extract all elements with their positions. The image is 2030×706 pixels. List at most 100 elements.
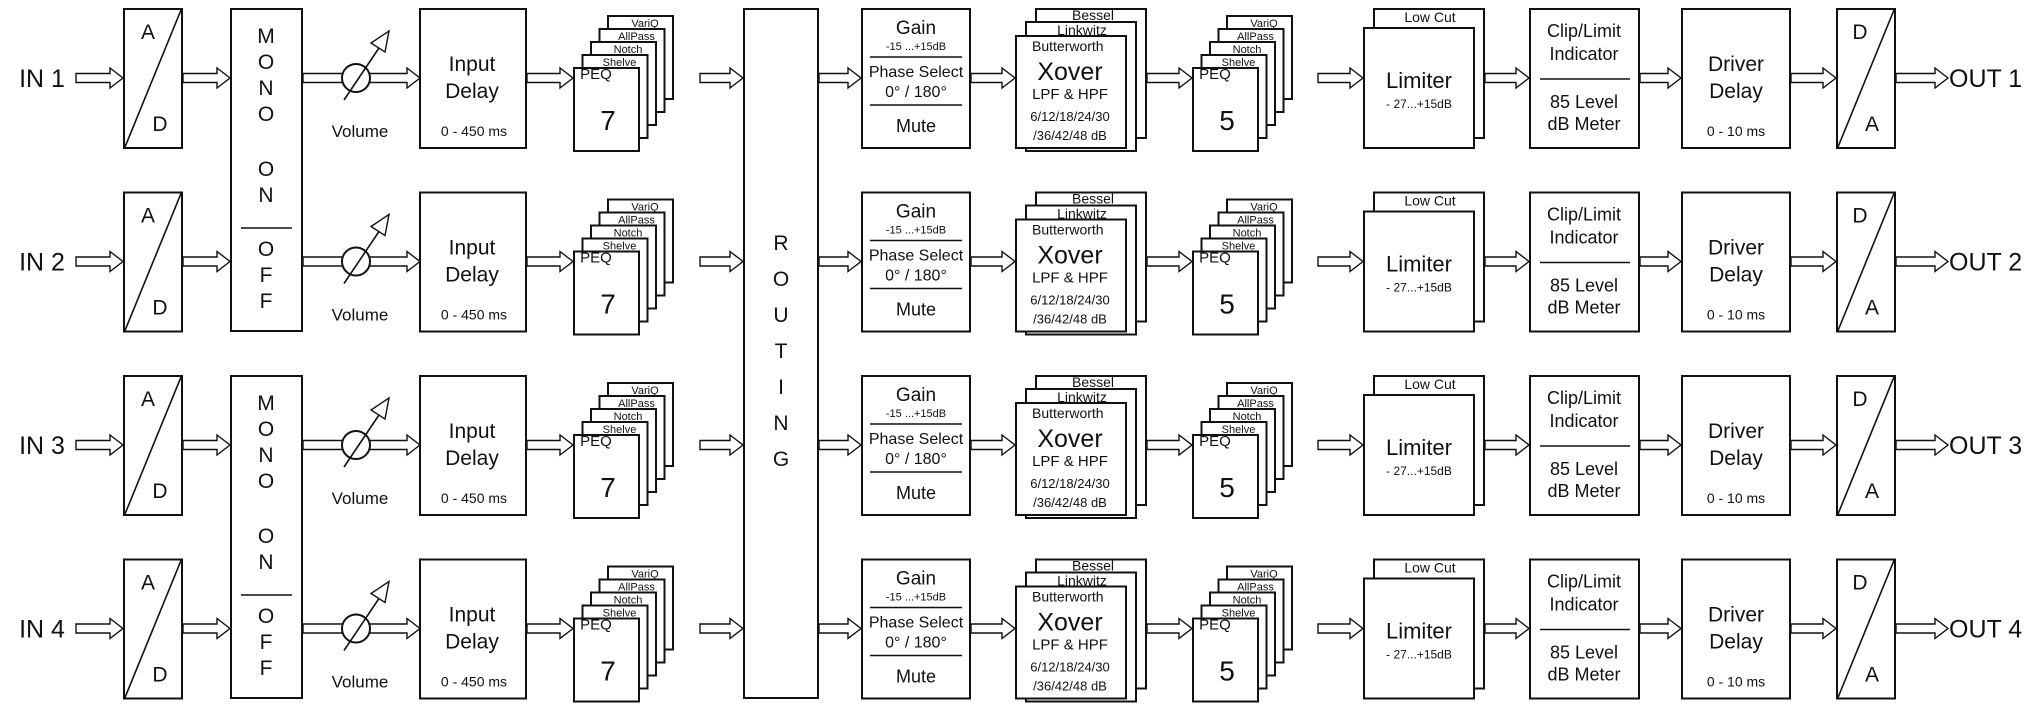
volume-control: Volume	[332, 579, 390, 692]
limiter-title: Limiter	[1386, 252, 1452, 277]
peq-output-title: PEQ	[1199, 433, 1231, 450]
driver-delay-frame	[1681, 375, 1791, 516]
signal-arrow	[182, 433, 232, 457]
volume-pointer-head	[369, 29, 390, 54]
off-letter: F	[260, 631, 273, 654]
limiter-title: Limiter	[1386, 435, 1452, 460]
signal-arrow	[970, 250, 1017, 273]
level-meter-label: dB Meter	[1547, 298, 1620, 318]
volume-pointer	[343, 44, 382, 101]
ad-converter: AD	[123, 191, 183, 333]
peq-output-card-frame	[1192, 617, 1259, 703]
peq-input-card-label: VariQ	[631, 18, 659, 30]
mono-letter: O	[258, 103, 274, 126]
limiter-range: - 27...+15dB	[1386, 281, 1452, 295]
input-delay-range: 0 - 450 ms	[441, 490, 507, 506]
xover-card-label: Butterworth	[1032, 589, 1104, 605]
driver-delay-range: 0 - 10 ms	[1707, 490, 1765, 506]
limiter-title: Limiter	[1386, 68, 1452, 93]
signal-arrow	[1484, 66, 1531, 90]
xover-card-label: Linkwitz	[1057, 573, 1107, 589]
xover-type: LPF & HPF	[1032, 637, 1108, 654]
clip-indicator-title: Clip/Limit	[1547, 572, 1621, 592]
clip-indicator-title: Clip/Limit	[1547, 21, 1621, 41]
signal-arrow	[75, 66, 125, 90]
peq-output-card-label: Shelve	[1222, 241, 1256, 253]
phase-values: 0° / 180°	[885, 635, 947, 652]
xover-card-label: Linkwitz	[1057, 389, 1107, 405]
signal-arrow	[1484, 617, 1531, 640]
peq-output-card-label: VariQ	[1250, 569, 1278, 581]
peq-output-card-frame	[1192, 434, 1259, 519]
peq-output-band-count: 5	[1219, 105, 1235, 136]
volume-pointer	[343, 595, 382, 651]
routing-frame	[743, 8, 819, 699]
peq-output-card-label: Notch	[1233, 44, 1262, 56]
peq-input-band-count: 7	[600, 656, 616, 687]
limiter-frame	[1363, 27, 1475, 149]
driver-delay-range: 0 - 10 ms	[1707, 307, 1765, 323]
limiter-range: - 27...+15dB	[1386, 648, 1452, 662]
peq-input-card-frame	[573, 434, 640, 519]
signal-arrow	[1790, 433, 1838, 457]
converter-top-letter: D	[1852, 572, 1867, 595]
da-converter: DA	[1836, 558, 1896, 700]
gain-block-frame	[861, 375, 971, 516]
lowcut-card-label: Low Cut	[1404, 193, 1455, 209]
peq-output-card	[1192, 617, 1259, 703]
volume-control: Volume	[332, 212, 390, 325]
routing-letter: O	[773, 268, 789, 291]
converter-diagonal	[124, 193, 182, 331]
peq-input-card-frame	[573, 67, 640, 152]
ad-converter: AD	[123, 558, 183, 700]
volume-label: Volume	[332, 122, 389, 141]
mono-switch-frame	[230, 8, 303, 332]
driver-delay-range: 0 - 10 ms	[1707, 123, 1765, 139]
gain-title: Gain	[896, 385, 936, 406]
peq-input-card-label: Shelve	[603, 424, 637, 436]
routing-letter: G	[773, 448, 789, 471]
peq-input-card-label: Shelve	[603, 608, 637, 620]
input-label: IN 1	[19, 65, 65, 93]
routing-letter: R	[773, 232, 788, 255]
volume-control: Volume	[332, 29, 390, 141]
driver-delay-title: Driver	[1708, 237, 1764, 260]
mono-letter: M	[257, 392, 275, 415]
mono-switch-frame	[230, 375, 303, 699]
xover-card-label: Butterworth	[1032, 222, 1104, 238]
off-letter: F	[260, 657, 273, 680]
xover-slopes: 6/12/18/24/30	[1030, 476, 1110, 491]
converter-top-letter: D	[1852, 21, 1867, 44]
peq-input-card-label: VariQ	[631, 202, 659, 214]
converter-bottom-letter: A	[1865, 297, 1879, 320]
signal-arrow	[1146, 250, 1194, 273]
peq-input-card-label: Shelve	[603, 241, 637, 253]
peq-output-card	[1192, 67, 1259, 152]
gain-title: Gain	[896, 569, 936, 590]
clip-indicator-title: Indicator	[1549, 411, 1618, 431]
signal-arrow	[1790, 250, 1838, 273]
xover-card-label: Bessel	[1072, 191, 1114, 207]
peq-input-title: PEQ	[580, 617, 612, 634]
peq-output-card-label: AllPass	[1237, 398, 1274, 410]
signal-arrow	[182, 250, 232, 273]
phase-values: 0° / 180°	[885, 84, 947, 101]
peq-input-card-label: AllPass	[618, 582, 655, 594]
peq-input-band-count: 7	[600, 472, 616, 503]
signal-arrow	[526, 433, 575, 457]
peq-input-card-frame	[573, 250, 640, 336]
signal-arrow	[1317, 433, 1365, 457]
routing-letter: T	[775, 340, 788, 363]
volume-label: Volume	[332, 489, 389, 508]
peq-input-band-count: 7	[600, 105, 616, 136]
xover-title: Xover	[1037, 609, 1102, 637]
clip-indicator-title: Clip/Limit	[1547, 205, 1621, 225]
